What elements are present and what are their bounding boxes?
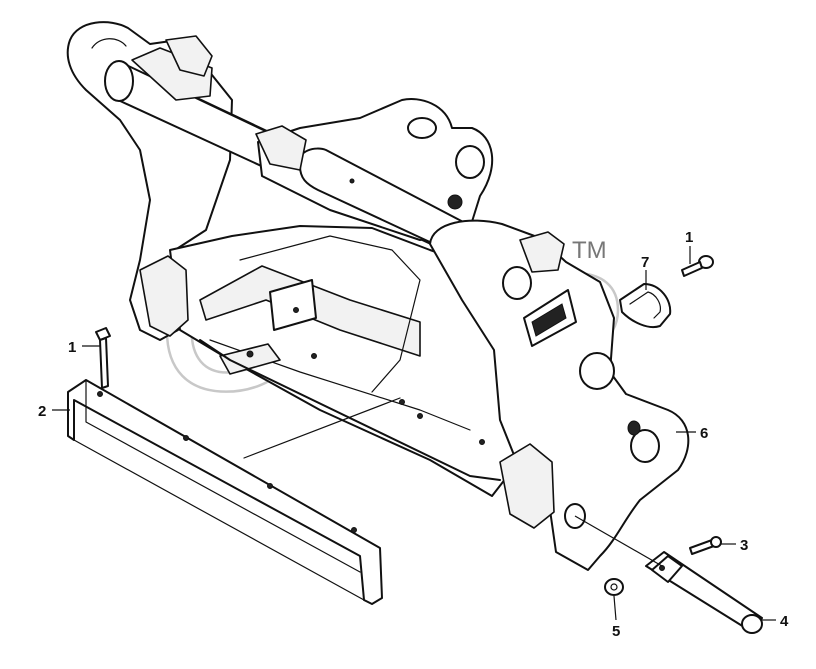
wear-strip-lower-edge [73,439,365,601]
wear-strip-assembly-line [243,397,401,459]
pin-assembly-line [574,515,663,567]
wear-strip-hole-2 [183,435,189,441]
upper-tube-end [104,60,134,102]
retaining-bolt-head [710,536,722,548]
wear-strip-flange [85,379,361,573]
leader-lines [52,246,776,621]
frame-hole-c [479,439,485,445]
grease-nipple-top [447,194,463,210]
bolt-left-shank [99,337,109,389]
hook-plate-pin-eye [407,117,437,139]
trademark-mark: TM [572,237,607,264]
callout-4: 4 [780,613,789,630]
grease-nipple-side [627,420,641,436]
callout-2: 2 [38,403,46,420]
frame-hole-a [311,353,317,359]
right-corner-guard [499,443,555,529]
bottom-plate-edge [199,339,501,481]
tube-bolt-hole [349,178,355,184]
wear-strip-hole-3 [267,483,273,489]
right-side-plate [429,219,690,571]
frame-hole-d [417,413,423,419]
cylinder-port [246,350,254,358]
cover-plate [619,283,672,328]
left-corner-guard [139,255,189,337]
callout-1-left: 1 [68,339,76,356]
pin-retaining-bolt [689,536,722,555]
coupler-frame [66,21,690,571]
left-top-bracket [165,35,213,77]
cover-plate-body [619,283,672,328]
centre-collar [255,125,307,171]
callout-3: 3 [740,537,748,554]
callout-7: 7 [641,254,649,271]
callouts: 1 2 1 7 6 3 4 5 [38,229,789,640]
leader-5 [613,595,617,621]
pin-head-flange [651,555,683,583]
bolt-right-shank [681,261,703,277]
wear-strip [67,379,401,605]
right-plate-boss [502,266,532,300]
wedge-hole [293,307,299,313]
wear-strip-hole-4 [351,527,357,533]
right-plate-boss-lower [579,352,615,390]
wedge-bracket [269,279,317,331]
callout-6: 6 [700,425,708,442]
pin-end [741,614,763,634]
callout-1-right: 1 [685,229,693,246]
callout-5: 5 [612,623,620,640]
washer-hole [610,583,618,591]
left-plate-eye [91,38,127,49]
washer [604,578,624,596]
frame-hole-b [399,399,405,405]
hook-edge [239,235,421,393]
bolt-right [681,255,714,277]
pivot-pin [574,515,763,634]
bolt-left-head [95,327,111,341]
washer-ring [604,578,624,596]
hook-plate-hole [455,145,485,179]
cylinder-body [219,343,281,375]
cover-plate-inner [629,291,661,319]
data-plate-text [531,303,567,337]
bolt-left [95,327,111,389]
pin-bolt-hole [659,565,665,571]
right-top-bracket [519,231,565,273]
wear-strip-hole-1 [97,391,103,397]
right-plate-boss-front [630,429,660,463]
